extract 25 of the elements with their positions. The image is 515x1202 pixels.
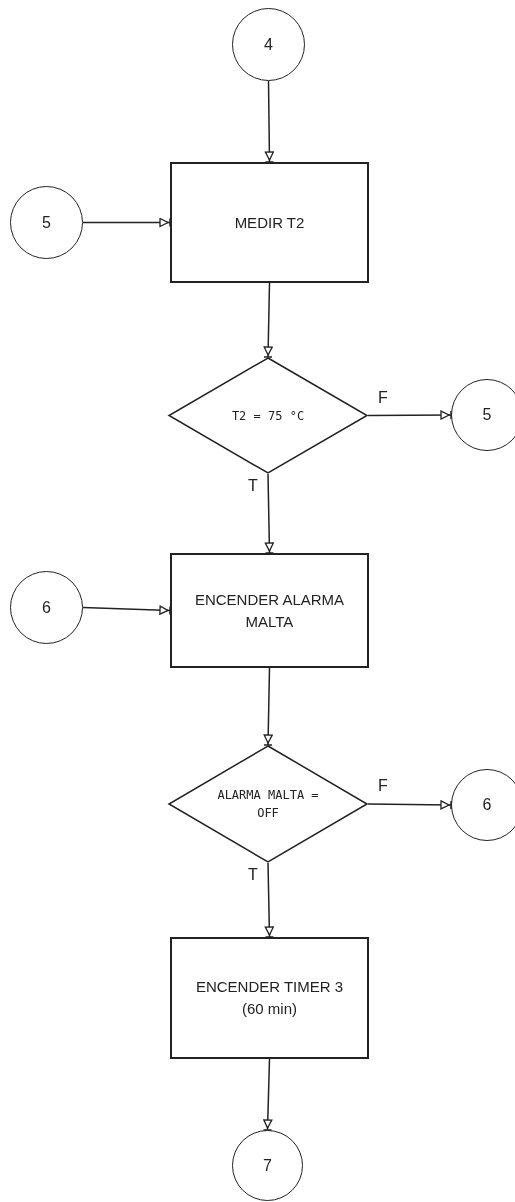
connector-circle: 6 <box>10 571 83 644</box>
decision-diamond: ALARMA MALTA = OFF <box>168 745 368 863</box>
process-box: ENCENDER ALARMA MALTA <box>170 553 369 668</box>
connector-circle: 4 <box>232 8 305 81</box>
connector-circle: 5 <box>10 186 83 259</box>
arrow <box>367 410 452 420</box>
process-box: MEDIR T2 <box>170 162 369 283</box>
connector-circle: 7 <box>232 1130 303 1201</box>
arrow <box>264 862 275 938</box>
arrow <box>82 605 171 616</box>
arrow <box>264 473 275 554</box>
edge-label: T <box>248 867 258 883</box>
process-box: ENCENDER TIMER 3 (60 min) <box>170 937 369 1059</box>
edge-label: F <box>378 778 388 794</box>
arrow <box>263 282 273 358</box>
edge-label: F <box>378 389 388 406</box>
connector-circle: 5 <box>451 379 515 451</box>
edge-label: T <box>248 478 258 494</box>
arrow <box>263 667 273 746</box>
arrow <box>82 217 171 228</box>
connector-circle: 6 <box>451 769 515 841</box>
decision-diamond: T2 = 75 °C <box>168 357 368 474</box>
arrow <box>367 800 452 810</box>
arrow <box>262 1058 273 1131</box>
arrow <box>264 80 275 163</box>
